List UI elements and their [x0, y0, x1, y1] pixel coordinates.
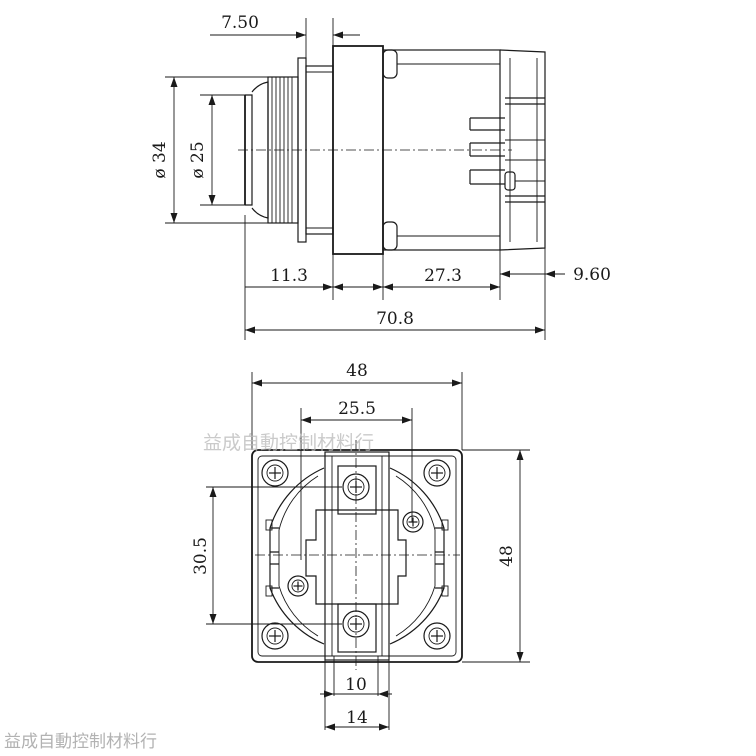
- corner-screw-top-right: [423, 459, 451, 487]
- dim-label-25-5: 25.5: [338, 399, 376, 419]
- corner-screw-top-left: [261, 459, 289, 487]
- round-body: [265, 467, 449, 645]
- body-screw-right: [402, 511, 424, 533]
- dim-label-10: 10: [345, 675, 367, 695]
- dim-48-width: 48: [252, 361, 462, 387]
- dim-label-48-width: 48: [346, 361, 368, 381]
- dim-27-3: 27.3: [383, 266, 500, 291]
- front-flange: [251, 449, 463, 663]
- dim-11-3: 11.3: [245, 266, 333, 291]
- side-extension-lines: [165, 18, 546, 340]
- dim-label-30-5: 30.5: [191, 537, 211, 575]
- dim-label-diameter-25: ø 25: [188, 141, 208, 178]
- dim-gap: [333, 283, 383, 291]
- dim-30-5: 30.5: [191, 487, 217, 624]
- dim-70-8: 70.8: [245, 309, 545, 334]
- terminal-strip: [305, 451, 407, 661]
- dim-14: 14: [325, 708, 389, 731]
- dim-label-11-3: 11.3: [270, 266, 308, 286]
- dim-diameter-25: ø 25: [188, 95, 216, 205]
- side-view: 7.50 ø 34 ø 25 11.3: [150, 13, 611, 340]
- corner-screw-bottom-left: [261, 622, 289, 650]
- front-view: 48 25.5 30.5 48 10: [191, 361, 530, 731]
- dim-diameter-34: ø 34: [150, 77, 178, 223]
- dim-10: 10: [320, 675, 392, 698]
- dim-label-70-8: 70.8: [376, 309, 414, 329]
- dim-7-50: 7.50: [210, 13, 360, 39]
- corner-screw-bottom-right: [423, 622, 451, 650]
- dim-48-height: 48: [497, 450, 524, 662]
- dim-label-27-3: 27.3: [424, 266, 462, 286]
- dim-label-diameter-34: ø 34: [150, 141, 170, 178]
- dim-label-14: 14: [346, 708, 368, 728]
- dim-9-60: 9.60: [500, 265, 611, 285]
- dim-label-9-60: 9.60: [573, 265, 611, 285]
- caption-text: 益成自動控制材料行: [4, 732, 157, 752]
- body-screw-left: [287, 575, 309, 597]
- front-extension-lines: [206, 372, 530, 730]
- dim-label-7-50: 7.50: [221, 13, 259, 33]
- dim-label-48-height: 48: [497, 545, 517, 567]
- watermark-text: 益成自動控制材料行: [203, 432, 374, 454]
- dim-25-5: 25.5: [301, 399, 412, 424]
